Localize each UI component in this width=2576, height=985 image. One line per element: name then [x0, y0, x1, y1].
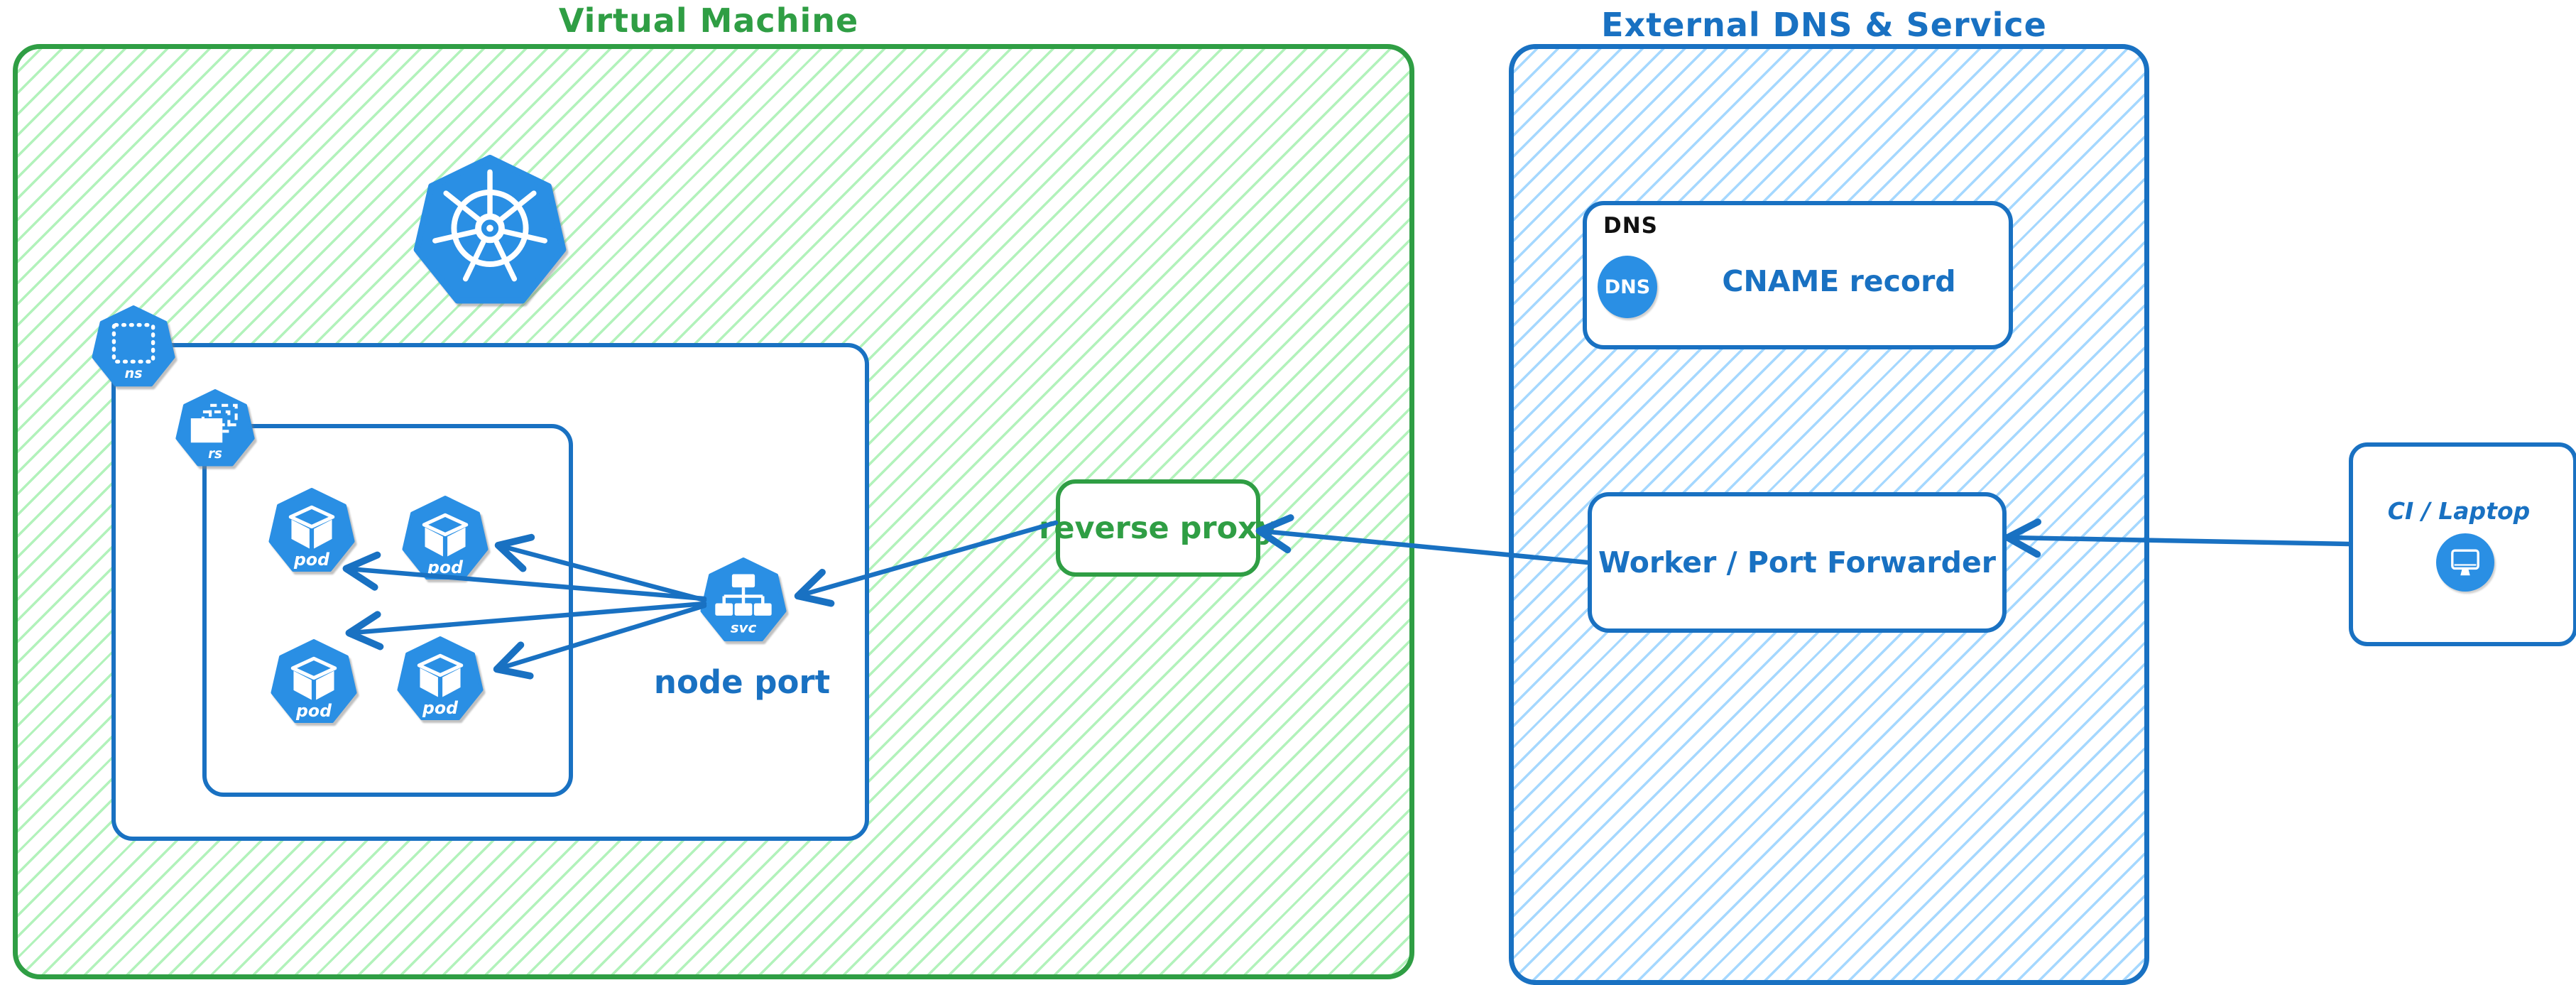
namespace-icon: ns: [92, 305, 175, 387]
svg-text:rs: rs: [208, 447, 222, 462]
reverse-proxy-label: reverse proxy: [1039, 510, 1277, 546]
dns-badge: DNS: [1603, 213, 1659, 239]
worker-port-forwarder-box: Worker / Port Forwarder: [1588, 492, 2007, 633]
svg-text:pod: pod: [422, 698, 459, 718]
external-dns-title: External DNS & Service: [1601, 6, 2047, 44]
pod-icon: pod: [397, 636, 484, 721]
dns-icon: DNS: [1598, 256, 1657, 318]
svg-text:svc: svc: [731, 619, 757, 636]
svg-text:pod: pod: [427, 557, 464, 577]
ci-laptop-label: CI / Laptop: [2387, 497, 2531, 525]
svg-text:pod: pod: [295, 701, 332, 721]
monitor-icon: [2436, 533, 2494, 592]
reverse-proxy-box: reverse proxy: [1039, 479, 1277, 577]
service-icon: svc: [700, 557, 787, 642]
replicaset-icon: rs: [175, 389, 255, 467]
worker-port-forwarder-label: Worker / Port Forwarder: [1598, 545, 1997, 579]
svg-text:pod: pod: [293, 550, 330, 570]
pod-icon: pod: [268, 488, 355, 572]
pod-icon: pod: [271, 639, 357, 724]
svg-text:ns: ns: [124, 365, 142, 381]
dns-icon-text: DNS: [1604, 276, 1651, 298]
virtual-machine-title: Virtual Machine: [558, 1, 859, 40]
replicaset-box: [202, 424, 573, 797]
pod-icon: pod: [402, 496, 489, 580]
kubernetes-icon: [413, 155, 567, 304]
node-port-label: node port: [653, 663, 831, 701]
cname-record-label: CNAME record: [1722, 264, 1956, 298]
